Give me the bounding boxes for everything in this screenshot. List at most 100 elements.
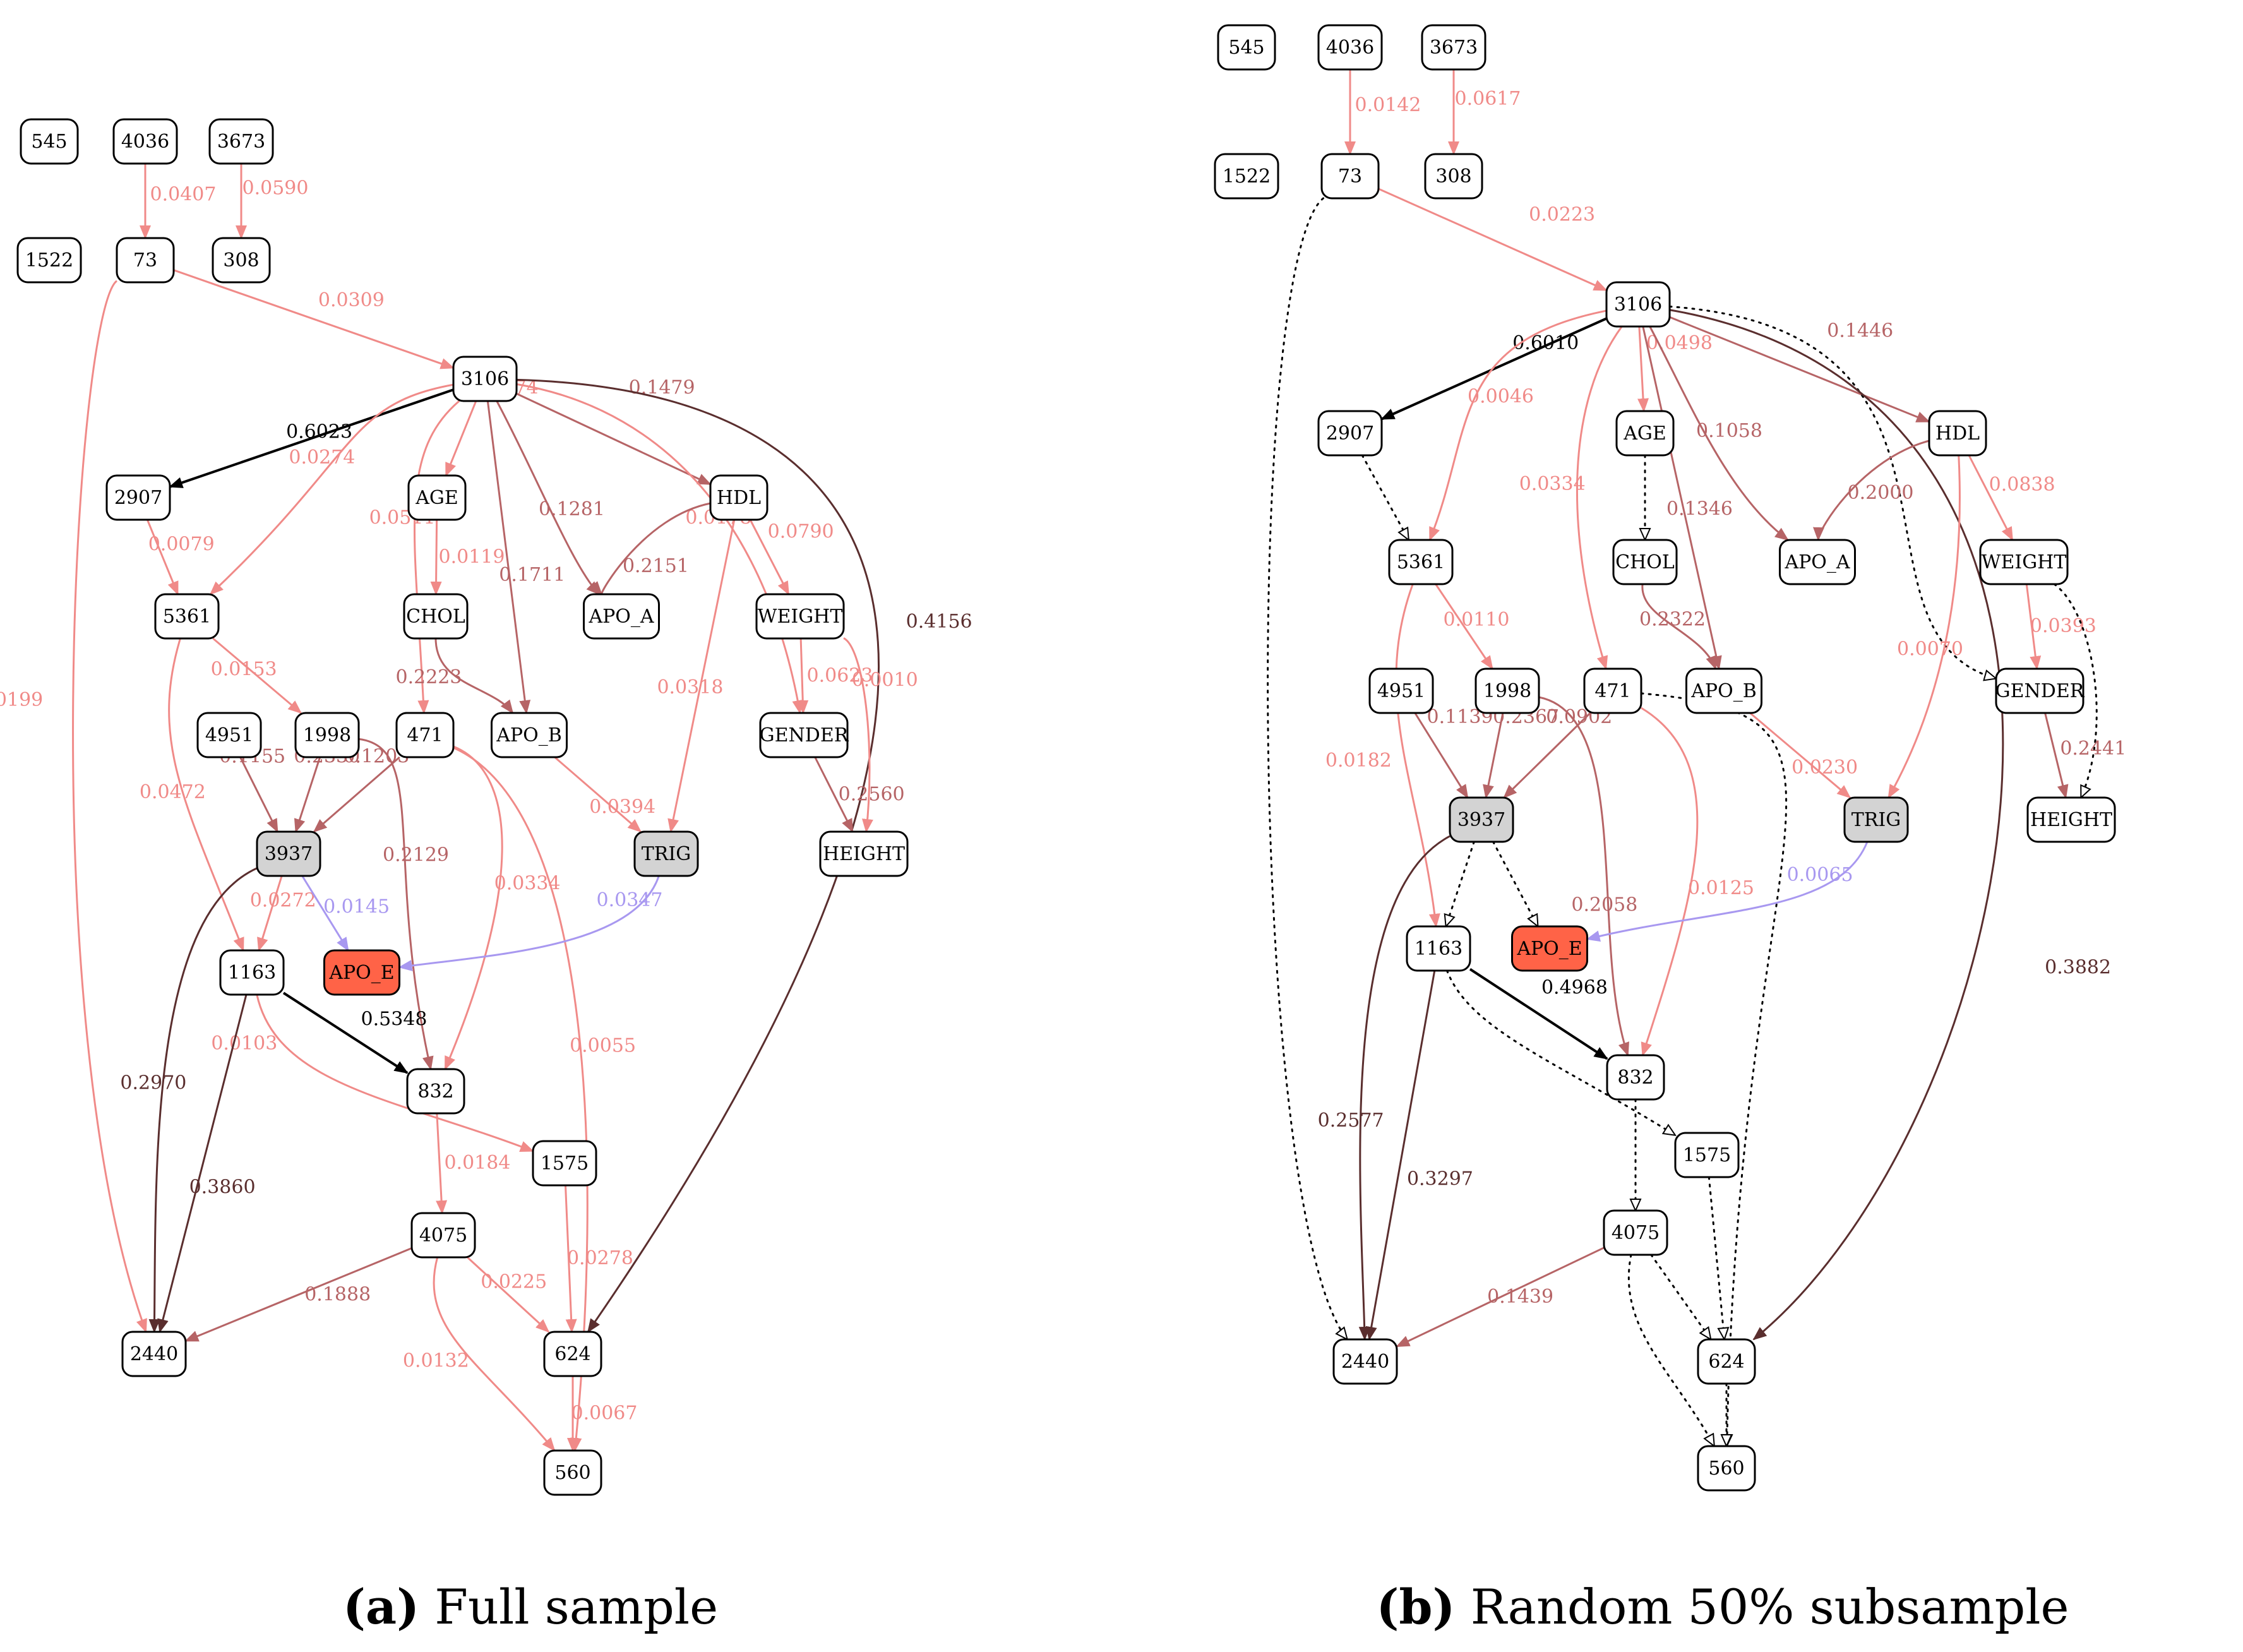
node-label: APO_A	[588, 606, 654, 628]
node-label: WEIGHT	[1982, 551, 2067, 573]
edge-label-a-HDL-TRIG: 0.0318	[657, 676, 723, 698]
edge-label-a-TRIG-APO_E: 0.0347	[596, 889, 662, 911]
node-box	[121, 1331, 187, 1377]
caption-b: (b) Random 50% subsample	[1376, 1579, 2069, 1635]
node-label: HDL	[1935, 422, 1980, 445]
edge-label-b-4075-2440: 0.1439	[1487, 1286, 1553, 1308]
edge-b-73-2440	[1267, 197, 1348, 1339]
node-box	[112, 118, 178, 165]
edge-b-4075-2440	[1396, 1247, 1605, 1348]
node-box	[1332, 1338, 1398, 1385]
edge-b-3937-2440	[1358, 835, 1450, 1341]
node-label: 3106	[461, 368, 509, 390]
node-box	[1928, 410, 1987, 457]
edge-a-4075-624	[467, 1256, 550, 1333]
edge-label-a-1163-1575: 0.0103	[211, 1032, 277, 1055]
node-b-4951: 4951	[1368, 667, 1434, 714]
node-a-471: 471	[395, 712, 455, 758]
edge-b-3937-APO_E	[1492, 841, 1539, 926]
node-box	[395, 712, 455, 758]
node-b-2907: 2907	[1317, 410, 1383, 457]
node-b-AGE: AGE	[1615, 410, 1675, 457]
node-label: 2907	[114, 487, 162, 509]
edge-a-3106-HDL	[516, 393, 712, 486]
node-box	[1511, 925, 1588, 972]
node-a-2440: 2440	[121, 1331, 187, 1377]
node-label: 4036	[1326, 37, 1374, 59]
edge-a-3106-2907	[169, 388, 454, 488]
node-b-4075: 4075	[1603, 1209, 1668, 1256]
edge-b-73-3106	[1378, 188, 1608, 292]
node-a-2907: 2907	[105, 474, 171, 521]
edge-label-a-3106-624: 0.4156	[906, 611, 972, 633]
node-box	[633, 830, 699, 877]
edge-b-TRIG-APO_E	[1586, 841, 1869, 942]
edge-label-a-APO_B-TRIG: 0.0394	[589, 796, 655, 818]
node-box	[212, 237, 271, 284]
edge-a-471-832	[444, 745, 503, 1070]
node-box	[1214, 153, 1279, 200]
edge-a-73-3106	[173, 269, 455, 369]
caption-a-text: Full sample	[434, 1579, 719, 1635]
node-b-545: 545	[1217, 24, 1276, 71]
node-box	[20, 118, 79, 165]
edge-b-3106-5361	[1428, 309, 1607, 541]
node-b-APO_A: APO_A	[1779, 539, 1856, 585]
edge-a-3106-624	[516, 378, 880, 1333]
node-box	[1388, 539, 1454, 585]
edge-label-b-TRIG-APO_E: 0.0065	[1787, 864, 1853, 886]
node-label: 4951	[1377, 680, 1425, 702]
node-b-1998: 1998	[1474, 667, 1540, 714]
edge-label-b-GENDER-HEIGHT: 0.2441	[2060, 738, 2126, 760]
edge-a-3937-2440	[148, 867, 258, 1333]
edge-a-HDL-WEIGHT	[749, 519, 790, 596]
edge-label-a-2907-5361: 0.0079	[148, 533, 215, 555]
edge-b-WEIGHT-HEIGHT	[2053, 583, 2098, 798]
node-a-3106: 3106	[452, 356, 518, 402]
caption-a-prefix: (a)	[342, 1579, 420, 1635]
node-b-CHOL: CHOL	[1612, 539, 1678, 585]
node-label: 471	[1594, 680, 1630, 702]
node-box	[1674, 1132, 1740, 1178]
node-box	[1368, 667, 1434, 714]
edge-a-1163-1575	[256, 994, 534, 1152]
edge-label-b-3106-HDL: 0.1446	[1827, 320, 1893, 342]
edge-a-HDL-APO_A	[589, 502, 711, 596]
edge-label-a-3937-2440: 0.2970	[120, 1072, 186, 1094]
node-b-APO_E: APO_E	[1511, 925, 1588, 972]
node-box	[1843, 796, 1909, 843]
edge-label-b-CHOL-APO_B: 0.2322	[1639, 609, 1706, 631]
edge-label-b-5361-1998: 0.0110	[1443, 609, 1509, 631]
edge-b-3106-2907	[1380, 317, 1607, 421]
node-label: 2440	[130, 1343, 178, 1365]
node-b-GENDER: GENDER	[1995, 667, 2085, 714]
node-a-3673: 3673	[208, 118, 274, 165]
node-box	[1424, 153, 1483, 200]
edge-a-3937-APO_E	[301, 875, 349, 952]
node-a-1522: 1522	[16, 237, 82, 284]
node-box	[1606, 1054, 1665, 1101]
edge-a-4951-3937	[239, 757, 278, 833]
edge-label-b-HDL-APO_A: 0.2000	[1848, 482, 1914, 504]
node-a-832: 832	[406, 1068, 465, 1115]
node-b-1163: 1163	[1406, 925, 1471, 972]
node-label: 1575	[1683, 1144, 1731, 1166]
node-label: AGE	[415, 487, 458, 509]
edge-label-a-1163-2440: 0.3860	[189, 1176, 256, 1199]
node-b-HDL: HDL	[1928, 410, 1987, 457]
edge-b-GENDER-HEIGHT	[2044, 712, 2069, 799]
node-label: 3106	[1614, 294, 1662, 316]
node-b-3673: 3673	[1421, 24, 1486, 71]
node-b-TRIG: TRIG	[1843, 796, 1909, 843]
edge-a-APO_B-TRIG	[554, 756, 642, 833]
node-a-APO_B: APO_B	[491, 712, 568, 758]
node-a-WEIGHT: WEIGHT	[755, 593, 845, 640]
edge-b-4075-560	[1627, 1254, 1716, 1446]
edge-label-b-3106-2907: 0.6010	[1512, 332, 1579, 354]
edge-a-3106-APO_A	[496, 400, 601, 596]
node-label: 3673	[217, 131, 265, 153]
edge-label-a-WEIGHT-HEIGHT: 0.0010	[852, 669, 918, 691]
node-box	[543, 1449, 602, 1496]
